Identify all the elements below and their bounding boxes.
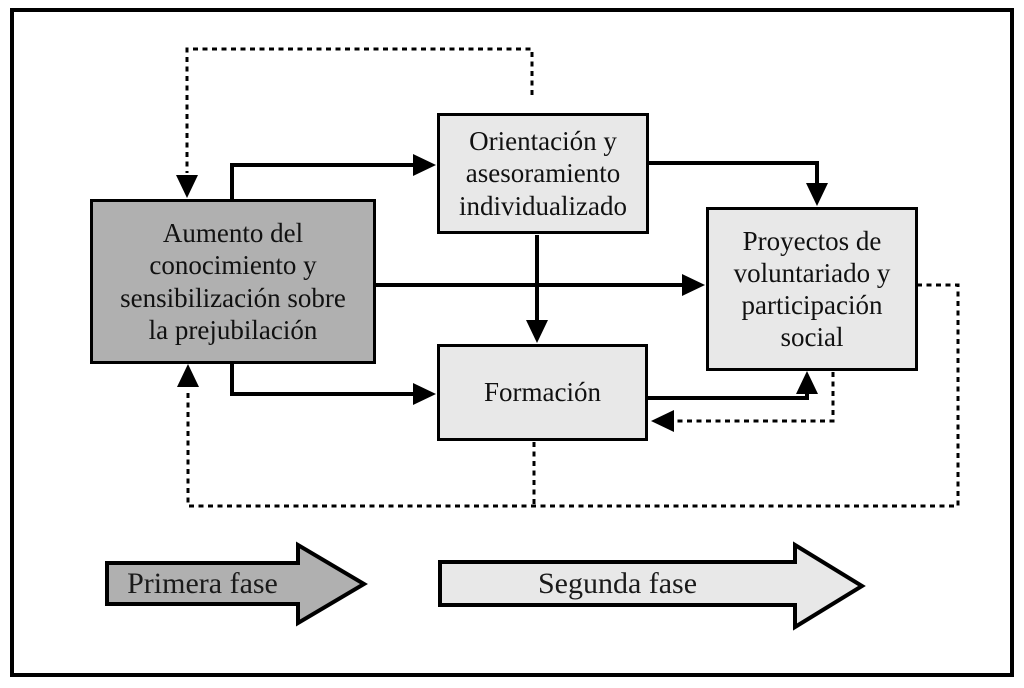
solid-arrow-aumento-to-orientacion-head bbox=[413, 154, 436, 176]
box-orientacion-asesoramiento: Orientación y asesoramiento individualiz… bbox=[437, 113, 649, 234]
primera-fase-arrow-shape bbox=[105, 541, 368, 627]
box-proyectos-voluntariado: Proyectos de voluntariado y participació… bbox=[706, 207, 918, 371]
box-formacion: Formación bbox=[437, 344, 648, 441]
dashed-arrow-orientacion-to-aumento-head bbox=[176, 175, 198, 198]
solid-arrow-aumento-to-proyectos-head bbox=[682, 274, 705, 296]
solid-arrow-orientacion-to-proyectos bbox=[648, 161, 819, 184]
box-orientacion-label: Orientación y asesoramiento individualiz… bbox=[459, 126, 627, 221]
solid-arrow-aumento-to-orientacion bbox=[230, 163, 416, 201]
primera-fase-label: Primera fase bbox=[127, 566, 278, 600]
solid-arrow-orientacion-to-proyectos-head bbox=[806, 183, 828, 206]
segunda-fase-arrow-shape bbox=[438, 541, 866, 631]
solid-arrow-orientacion-to-formacion-head bbox=[526, 320, 548, 343]
segunda-fase-label: Segunda fase bbox=[537, 566, 698, 600]
solid-arrow-formacion-to-proyectos bbox=[648, 393, 809, 400]
box-formacion-label: Formación bbox=[484, 377, 601, 408]
box-aumento-conocimiento: Aumento del conocimiento y sensibilizaci… bbox=[90, 199, 376, 364]
solid-arrow-aumento-to-formacion bbox=[230, 361, 416, 396]
box-aumento-label: Aumento del conocimiento y sensibilizaci… bbox=[120, 218, 346, 345]
solid-arrow-aumento-to-formacion-head bbox=[413, 383, 436, 405]
solid-arrow-formacion-to-proyectos-head bbox=[796, 371, 818, 394]
box-proyectos-label: Proyectos de voluntariado y participació… bbox=[733, 225, 891, 353]
outer-frame bbox=[10, 8, 1014, 677]
dashed-arrow-proyectos-to-formacion-head bbox=[651, 410, 674, 432]
dashed-arrow-orientacion-to-aumento bbox=[185, 47, 534, 173]
dashed-loop-to-aumento-head bbox=[177, 364, 199, 387]
dashed-arrow-proyectos-to-formacion bbox=[674, 372, 835, 423]
